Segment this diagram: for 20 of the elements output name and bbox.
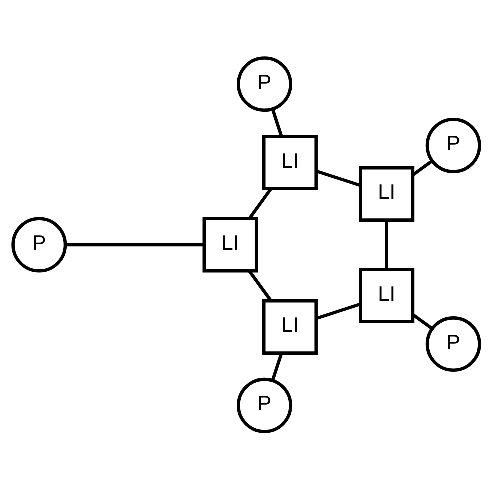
connector	[271, 108, 284, 137]
node-circle: P	[426, 316, 482, 372]
connector	[248, 270, 272, 302]
connector	[316, 302, 361, 320]
connector	[412, 313, 434, 330]
node-box: LI	[359, 166, 415, 222]
node-circle: P	[237, 56, 292, 112]
connector	[66, 242, 204, 246]
node-box: LI	[359, 268, 415, 324]
node-circle: P	[237, 377, 292, 433]
connector	[412, 159, 434, 176]
node-circle: P	[426, 117, 482, 173]
node-circle: P	[12, 216, 68, 272]
node-box: LI	[262, 298, 318, 354]
node-box: LI	[202, 216, 258, 272]
connector	[385, 220, 388, 269]
connector	[316, 169, 361, 187]
node-box: LI	[262, 134, 318, 190]
connector	[248, 188, 272, 219]
connector	[271, 352, 284, 380]
